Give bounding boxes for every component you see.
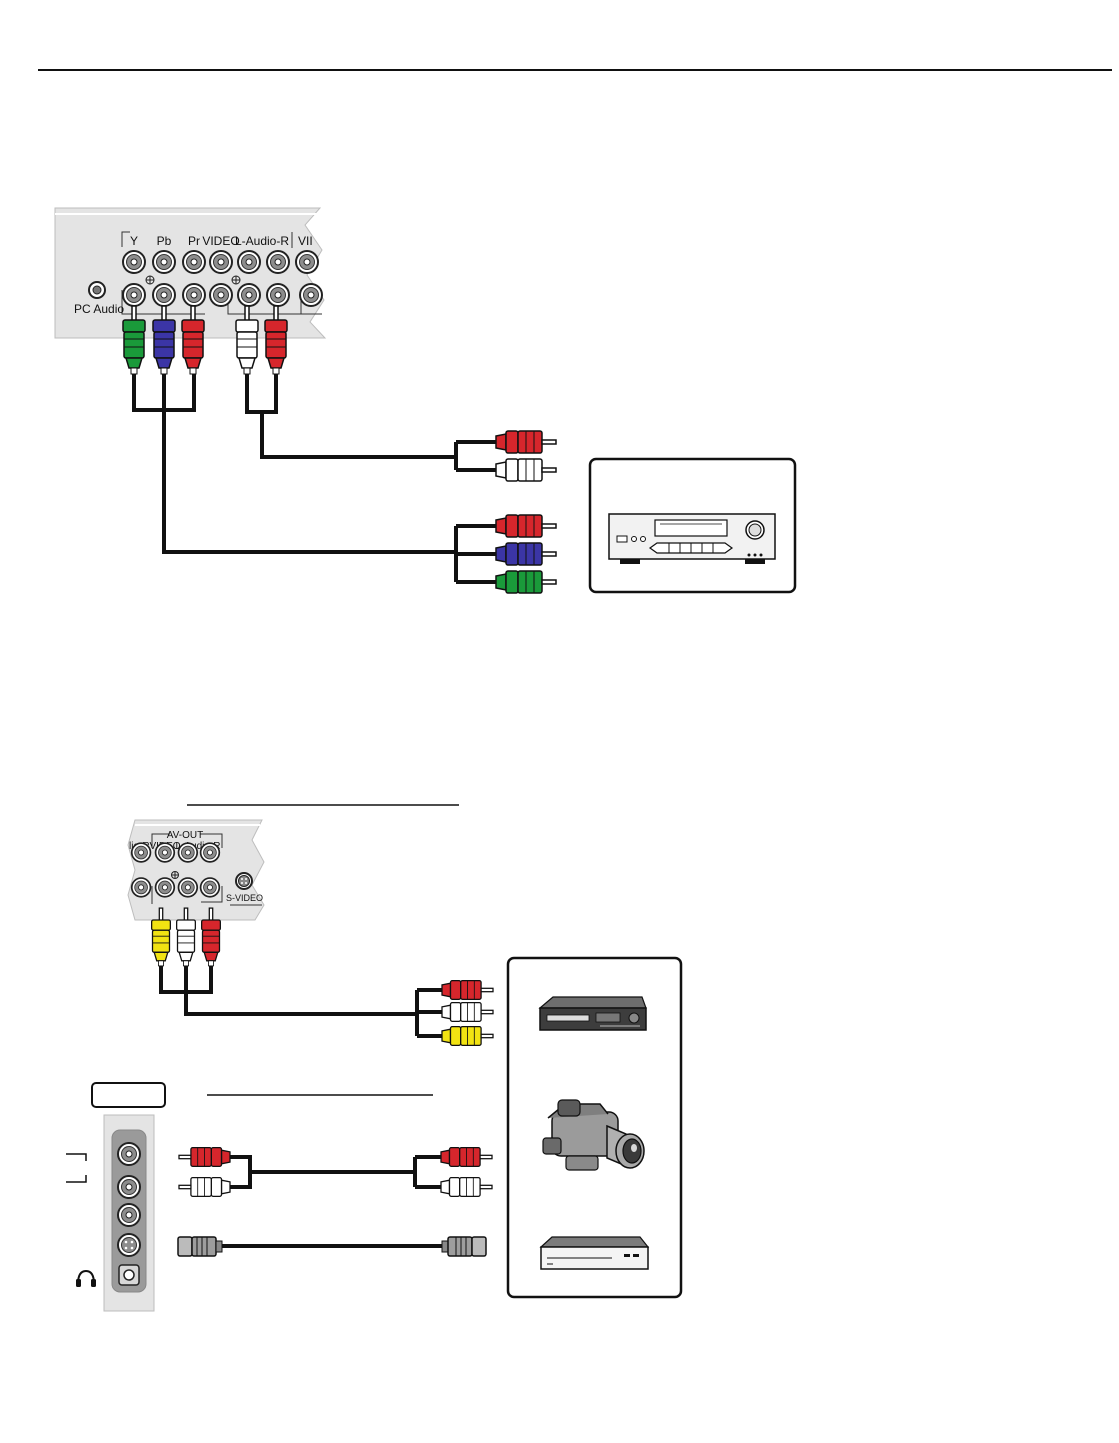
plug-white-side-out: [440, 1177, 493, 1197]
top-cables: [132, 372, 496, 584]
jack-extra: [299, 283, 323, 307]
jack-av-audio-r-cut: [130, 842, 152, 863]
plug-red-side-out: [440, 1147, 493, 1167]
vcr-icon: [538, 996, 647, 1031]
plug-red-h-audio: [495, 430, 557, 454]
label-pb: Pb: [157, 234, 172, 248]
label-av-out: AV-OUT: [167, 830, 203, 841]
side-jack-audio-l: [117, 1175, 141, 1199]
svideo-jack: [235, 872, 253, 890]
camcorder-icon: [542, 1099, 645, 1171]
pc-audio-jack: [88, 281, 106, 299]
headphone-icon: [76, 1269, 96, 1287]
label-y: Y: [130, 234, 138, 248]
svideo-plug-right: [441, 1236, 487, 1257]
ground-symbol: [145, 275, 241, 285]
label-pc-audio: PC Audio: [74, 302, 124, 316]
jack-av-video-2: [154, 877, 176, 898]
plug-white-h-audio: [495, 458, 557, 482]
side-headphone-jack: [118, 1264, 140, 1286]
dvd-recorder-icon: [539, 1236, 650, 1270]
jack-av-2-cut: [130, 877, 152, 898]
label-video: VIDEO: [202, 234, 239, 248]
plug-red-side-in: [178, 1147, 231, 1167]
jack-video-in: [209, 250, 233, 274]
label-audio: L-Audio-R: [235, 234, 289, 248]
svideo-plug-left: [177, 1236, 223, 1257]
tv-side-panel: [66, 1114, 155, 1312]
jack-pr-in: [182, 250, 206, 274]
side-cables: [220, 1155, 446, 1248]
plug-blue-h-pb: [495, 542, 557, 566]
plug-red-h-av: [441, 980, 494, 1000]
side-jack-audio-r: [117, 1142, 141, 1166]
plug-yellow-h-av: [441, 1026, 494, 1046]
jack-video-2b: [209, 283, 233, 307]
jack-av-audio-r: [199, 842, 221, 863]
plug-green-h-y: [495, 570, 557, 594]
jack-pb-in: [152, 250, 176, 274]
jack-pb-2: [152, 283, 176, 307]
label-video-cut: VII: [298, 234, 313, 248]
tv-av-out-panel: AV-OUT lio-R VIDEO L-Audio-R S-VIDEO: [127, 819, 265, 921]
tv-rear-panel-top: Y Pb Pr VIDEO L-Audio-R VII PC Audio: [54, 207, 327, 339]
jack-y-2: [122, 283, 146, 307]
jack-video-2: [295, 250, 319, 274]
jack-audio-r-in: [266, 250, 290, 274]
jack-av-audio-r-2: [199, 877, 221, 898]
jack-av-audio-l: [177, 842, 199, 863]
jack-audio-l-in: [237, 250, 261, 274]
ground-symbol-av: [171, 871, 179, 879]
jack-audio-r-2: [266, 283, 290, 307]
label-pr: Pr: [188, 234, 200, 248]
jack-audio-l-2: [237, 283, 261, 307]
label-av-audio: L-Audio-R: [175, 841, 220, 852]
jack-av-video: [154, 842, 176, 863]
plug-white-side-in: [178, 1177, 231, 1197]
side-svideo-jack: [117, 1233, 141, 1257]
plug-white-h-av: [441, 1002, 494, 1022]
plug-red-h-pr: [495, 514, 557, 538]
side-jack-video: [117, 1203, 141, 1227]
side-panel-label-box: [91, 1082, 166, 1108]
av-out-cables: [159, 965, 442, 1038]
jack-pr-2: [182, 283, 206, 307]
component-device-box: [588, 457, 797, 594]
jack-y-in: [122, 250, 146, 274]
label-svideo: S-VIDEO: [226, 893, 263, 903]
jack-av-audio-l-2: [177, 877, 199, 898]
av-device-box: [506, 956, 683, 1299]
dvd-player-icon: [608, 513, 776, 564]
